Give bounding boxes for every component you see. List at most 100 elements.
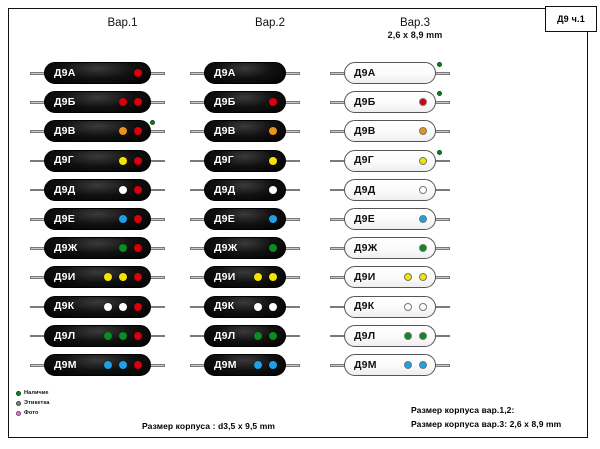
- diode-Д9Г-variant-3[interactable]: Д9Г: [330, 149, 450, 173]
- diode-Д9Л-variant-3[interactable]: Д9Л: [330, 324, 450, 348]
- colour-dot-blue: [269, 215, 277, 223]
- diode-Д9М-variant-2[interactable]: Д9М: [190, 353, 300, 377]
- colour-code-bands: [419, 185, 427, 194]
- note-case-size-var12: Размер корпуса : d3,5 x 9,5 mm: [142, 421, 276, 431]
- colour-code-bands: [269, 185, 277, 194]
- diode-Д9Д-variant-1[interactable]: Д9Д: [30, 178, 165, 202]
- colour-dot-red: [119, 98, 127, 107]
- diode-Д9Ж-variant-1[interactable]: Д9Ж: [30, 236, 165, 260]
- diode-type-label: Д9В: [54, 125, 76, 138]
- diode-body: Д9И: [44, 266, 151, 289]
- diode-body: Д9Ж: [204, 237, 286, 260]
- diode-Д9И-variant-3[interactable]: Д9И: [330, 265, 450, 289]
- diode-Д9Е-variant-3[interactable]: Д9Е: [330, 207, 450, 231]
- diode-Д9Ж-variant-3[interactable]: Д9Ж: [330, 236, 450, 260]
- lead-wire-right: [284, 276, 300, 279]
- diode-type-label: Д9А: [354, 66, 376, 79]
- diode-Д9К-variant-1[interactable]: Д9К: [30, 295, 165, 319]
- colour-dot-red: [134, 331, 142, 340]
- diode-Д9Г-variant-1[interactable]: Д9Г: [30, 149, 165, 173]
- legend-bullet-icon: [16, 401, 21, 407]
- lead-wire-right: [149, 188, 165, 192]
- diode-Д9Б-variant-1[interactable]: Д9Б: [30, 90, 165, 114]
- diode-Д9Б-variant-2[interactable]: Д9Б: [190, 90, 300, 114]
- diode-Д9М-variant-3[interactable]: Д9М: [330, 353, 450, 377]
- colour-dot-red: [134, 244, 142, 253]
- diode-type-label: Д9А: [54, 66, 76, 79]
- diode-body: Д9В: [44, 120, 151, 143]
- colour-code-bands: [419, 98, 427, 107]
- colour-code-bands: [104, 302, 142, 311]
- diode-body: Д9К: [44, 295, 151, 318]
- colour-dot-white: [104, 302, 112, 311]
- diode-Д9Б-variant-3[interactable]: Д9Б: [330, 90, 450, 114]
- colour-dot-green: [269, 244, 277, 253]
- colour-code-bands: [269, 127, 277, 136]
- colour-code-bands: [119, 127, 142, 136]
- diode-Д9Е-variant-1[interactable]: Д9Е: [30, 207, 165, 231]
- diode-Д9Е-variant-2[interactable]: Д9Е: [190, 207, 300, 231]
- diode-Д9А-variant-1[interactable]: Д9А: [30, 61, 165, 85]
- diode-Д9А-variant-2[interactable]: Д9А: [190, 61, 300, 85]
- diode-body: Д9Д: [344, 178, 436, 201]
- colour-dot-orange: [269, 127, 277, 136]
- column-heading-dimension: 2,6 x 8,9 mm: [387, 30, 443, 40]
- diode-Д9В-variant-3[interactable]: Д9В: [330, 119, 450, 143]
- column-heading-2: Вар.2: [215, 17, 325, 29]
- diode-type-label: Д9Д: [54, 183, 76, 196]
- legend-label: Наличие: [24, 390, 49, 396]
- availability-marker-icon: [437, 149, 442, 155]
- colour-dot-white: [269, 185, 277, 194]
- lead-wire-right: [284, 159, 300, 163]
- colour-dot-blue: [119, 215, 127, 223]
- lead-wire-right: [434, 72, 450, 75]
- diode-type-label: Д9Е: [54, 212, 75, 225]
- diode-body: Д9Б: [204, 91, 286, 114]
- diode-Д9И-variant-2[interactable]: Д9И: [190, 265, 300, 289]
- colour-code-bands: [119, 244, 142, 253]
- colour-code-bands: [104, 331, 142, 340]
- colour-code-bands: [269, 215, 277, 223]
- component-row: Д9Б Д9Б Д9Б: [0, 90, 600, 114]
- colour-dot-red: [134, 156, 142, 165]
- colour-dot-yellow: [119, 273, 127, 282]
- colour-dot-red: [134, 273, 142, 282]
- diode-type-label: Д9Л: [354, 329, 376, 342]
- lead-wire-right: [149, 364, 165, 367]
- colour-dot-blue: [269, 361, 277, 369]
- diode-type-label: Д9Л: [214, 329, 236, 342]
- diode-Д9И-variant-1[interactable]: Д9И: [30, 265, 165, 289]
- diode-Д9Д-variant-3[interactable]: Д9Д: [330, 178, 450, 202]
- diode-type-label: Д9К: [54, 300, 75, 313]
- lead-wire-right: [149, 101, 165, 104]
- diode-Д9В-variant-1[interactable]: Д9В: [30, 119, 165, 143]
- diode-Д9М-variant-1[interactable]: Д9М: [30, 353, 165, 377]
- diode-Д9Л-variant-2[interactable]: Д9Л: [190, 324, 300, 348]
- colour-dot-red: [134, 302, 142, 311]
- diode-Д9К-variant-3[interactable]: Д9К: [330, 295, 450, 319]
- diode-Д9В-variant-2[interactable]: Д9В: [190, 119, 300, 143]
- diode-Д9А-variant-3[interactable]: Д9А: [330, 61, 450, 85]
- diode-Д9Д-variant-2[interactable]: Д9Д: [190, 178, 300, 202]
- component-row: Д9Д Д9Д Д9Д: [0, 178, 600, 202]
- lead-wire-right: [284, 247, 300, 250]
- lead-wire-right: [284, 218, 300, 221]
- diode-type-label: Д9А: [214, 66, 236, 79]
- colour-dot-white: [404, 302, 412, 311]
- lead-wire-right: [434, 159, 450, 163]
- diode-Д9К-variant-2[interactable]: Д9К: [190, 295, 300, 319]
- lead-wire-right: [434, 334, 450, 338]
- colour-code-bands: [269, 244, 277, 253]
- colour-code-bands: [254, 331, 277, 340]
- diode-Д9Л-variant-1[interactable]: Д9Л: [30, 324, 165, 348]
- diode-body: Д9Е: [44, 208, 151, 230]
- colour-dot-blue: [254, 361, 262, 369]
- diode-Д9Г-variant-2[interactable]: Д9Г: [190, 149, 300, 173]
- diode-Д9Ж-variant-2[interactable]: Д9Ж: [190, 236, 300, 260]
- legend-bullet-icon: [16, 410, 21, 416]
- colour-dot-red: [269, 98, 277, 107]
- column-heading-label: Вар.2: [254, 17, 286, 29]
- diode-body: Д9Л: [204, 324, 286, 347]
- legend-label: Этикетка: [24, 399, 50, 406]
